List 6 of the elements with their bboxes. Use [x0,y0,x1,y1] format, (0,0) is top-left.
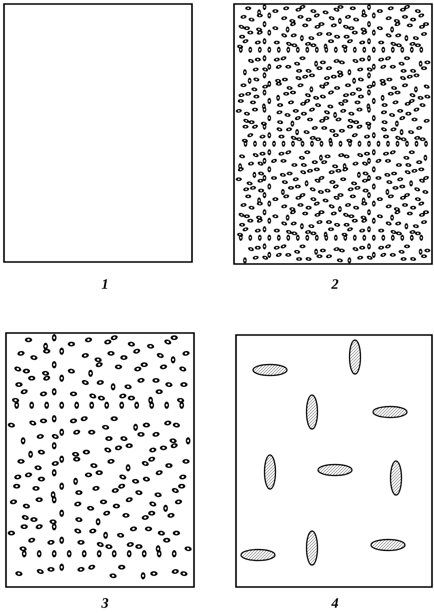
panel-box [235,334,433,588]
panel-box [3,3,193,263]
panel-number: 1 [102,279,108,289]
panel-number: 3 [101,598,108,608]
panel-number: 2 [331,279,338,289]
panel-number: 4 [331,598,338,608]
